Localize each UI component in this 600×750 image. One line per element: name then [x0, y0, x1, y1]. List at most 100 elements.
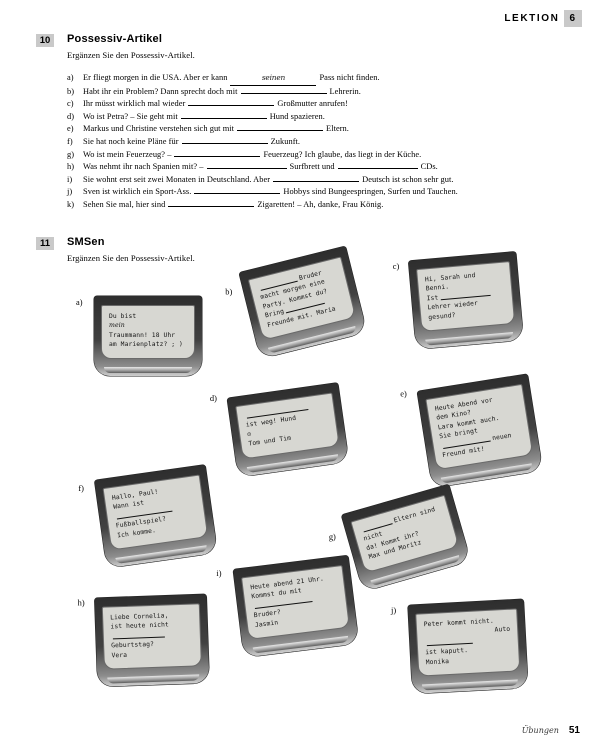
- sms-notes-area: a) Du bist mein Traummann! 18 Uhr am Mar…: [0, 246, 600, 700]
- answer-blank[interactable]: [168, 199, 255, 207]
- sms-note-b[interactable]: b) Bruder macht morgen eine Party. Komms…: [225, 246, 368, 360]
- note-label-i: i): [216, 569, 222, 579]
- exercise-10-head: 10 Possessiv-Artikel: [36, 33, 582, 47]
- item-text-pre: Ihr müsst wirklich mal wieder: [83, 99, 186, 109]
- handwritten-answer[interactable]: mein: [109, 322, 125, 330]
- item-text-pre: Was nehmt ihr nach Spanien mit? –: [83, 162, 204, 172]
- item-text-pre: Sie wohnt erst seit zwei Monaten in Deut…: [83, 174, 271, 184]
- item-text-post2: CDs.: [420, 162, 438, 172]
- exercise-11: 11 SMSen Ergänzen Sie den Possessiv-Arti…: [36, 236, 582, 263]
- answer-blank[interactable]: [181, 136, 268, 144]
- note-label-d: d): [209, 394, 217, 404]
- phone-body: Bruder macht morgen eine Party. Kommst d…: [238, 246, 368, 360]
- sms-note-h[interactable]: h) Liebe Cornelia, ist heute nicht Gebur…: [78, 594, 210, 687]
- note-label-j: j): [391, 605, 397, 615]
- phone-body: Hallo, Paul! Wann ist Fußballspiel? Ich …: [94, 464, 218, 569]
- item-text: Habt ihr ein Problem? Dann sprecht doch …: [83, 86, 361, 99]
- item-text-post: Hobbys sind Bungeespringen, Surfen und T…: [283, 187, 458, 197]
- item-text-pre: Habt ihr ein Problem? Dann sprecht doch …: [83, 86, 238, 96]
- item-text: Wo ist Petra? – Sie geht mit Hund spazier…: [83, 111, 325, 124]
- lektion-word: LEKTION: [504, 13, 560, 24]
- item-label: b): [67, 86, 75, 96]
- sms-note-f[interactable]: f) Hallo, Paul! Wann ist Fußballspiel? I…: [78, 464, 218, 569]
- phone-body: Hi, Sarah und Benni. Ist Lehrer wieder g…: [408, 251, 524, 350]
- list-item: j) Sven ist wirklich ein Sport-Ass.Hobby…: [67, 186, 582, 199]
- item-text: Er fliegt morgen in die USA. Aber er kan…: [83, 72, 380, 86]
- answer-blank[interactable]: [237, 123, 324, 132]
- item-text: Ihr müsst wirklich mal wieder Großmutter …: [83, 98, 348, 111]
- phone-screen: Liebe Cornelia, ist heute nicht Geburtst…: [101, 603, 202, 670]
- item-text: Was nehmt ihr nach Spanien mit? – Surfbre…: [83, 161, 438, 174]
- phone-screen: Bruder macht morgen eine Party. Kommst d…: [247, 256, 357, 341]
- phone-body: Heute abend 21 Uhr. Kommst du mit Bruder…: [233, 555, 359, 658]
- exercise-10: 10 Possessiv-Artikel Ergänzen Sie den Po…: [36, 33, 582, 212]
- item-text-post: Zigaretten! – Ah, danke, Frau König.: [257, 199, 384, 209]
- handwritten-answer[interactable]: seinen: [230, 72, 317, 86]
- sms-note-g[interactable]: g) Eltern sind nicht da! Kommt ihr? Max …: [329, 484, 471, 592]
- answer-blank[interactable]: [180, 111, 267, 119]
- phone-body: Liebe Cornelia, ist heute nicht Geburtst…: [94, 594, 210, 687]
- answer-blank[interactable]: [273, 174, 360, 182]
- note-label-b: b): [225, 287, 233, 297]
- item-label: j): [67, 187, 73, 197]
- note-label-e: e): [400, 389, 407, 399]
- phone-screen: Hi, Sarah und Benni. Ist Lehrer wieder g…: [416, 261, 516, 333]
- answer-blank[interactable]: [112, 631, 165, 640]
- item-text: Sven ist wirklich ein Sport-Ass.Hobbys s…: [83, 186, 458, 199]
- phone-screen: Peter kommt nicht. Auto ist kaputt. Moni…: [415, 608, 521, 677]
- item-text-pre: Wo ist Petra? – Sie geht mit: [83, 111, 178, 121]
- answer-blank[interactable]: [426, 637, 473, 646]
- item-label: f): [67, 136, 73, 146]
- item-text-post: Pass nicht finden.: [319, 73, 380, 82]
- exercise-11-title: SMSen: [67, 236, 105, 248]
- answer-blank[interactable]: [362, 518, 393, 533]
- exercise-10-items: a) Er fliegt morgen in die USA. Aber er …: [67, 72, 582, 212]
- page-number: 51: [568, 725, 580, 736]
- exercise-11-head: 11 SMSen: [36, 236, 582, 250]
- note-label-h: h): [77, 598, 85, 608]
- answer-blank[interactable]: [188, 98, 275, 107]
- answer-blank[interactable]: [174, 149, 261, 157]
- item-text-post: Deutsch ist schon sehr gut.: [362, 174, 454, 184]
- answer-blank-2[interactable]: [337, 161, 418, 170]
- item-label: e): [67, 124, 74, 134]
- item-text: Wo ist mein Feuerzeug? – Feuerzeug? Ich g…: [83, 149, 421, 162]
- phone-screen: Du bist mein Traummann! 18 Uhr am Marien…: [101, 305, 195, 359]
- list-item: h) Was nehmt ihr nach Spanien mit? –Surf…: [67, 161, 582, 174]
- exercise-10-instruction: Ergänzen Sie den Possessiv-Artikel.: [67, 50, 195, 60]
- phone-body: ist weg! Hund ☹ Tom und Tim: [227, 382, 349, 478]
- item-text-post: Surfbrett und: [289, 162, 335, 172]
- sms-note-a[interactable]: a) Du bist mein Traummann! 18 Uhr am Mar…: [76, 296, 202, 376]
- item-text-post: Feuerzeug? Ich glaube, das liegt in der …: [263, 149, 422, 159]
- page-footer: Übungen 51: [522, 725, 580, 736]
- answer-blank[interactable]: [206, 161, 287, 170]
- answer-blank[interactable]: [240, 86, 327, 94]
- phone-screen: Hallo, Paul! Wann ist Fußballspiel? Ich …: [102, 474, 209, 551]
- note-line: Du bist: [109, 313, 137, 320]
- sms-note-e[interactable]: e) Heute Abend vor dem Kino? Lara kommt …: [400, 373, 544, 489]
- sms-note-j[interactable]: j) Peter kommt nicht. Auto ist kaputt. M…: [391, 599, 529, 695]
- sms-note-d[interactable]: d) ist weg! Hund ☹ Tom und Tim: [210, 382, 349, 478]
- item-text-pre: Er fliegt morgen in die USA. Aber er kan…: [83, 73, 228, 82]
- item-text-post: Eltern.: [326, 124, 349, 134]
- phone-screen: Heute Abend vor dem Kino? Lara kommt auc…: [425, 383, 534, 471]
- exercise-11-number: 11: [36, 237, 54, 250]
- list-item: a) Er fliegt morgen in die USA. Aber er …: [67, 72, 582, 86]
- exercise-11-instruction: Ergänzen Sie den Possessiv-Artikel.: [67, 253, 195, 263]
- sms-note-i[interactable]: i) Heute abend 21 Uhr. Kommst du mit Bru…: [216, 555, 359, 658]
- item-label: d): [67, 111, 75, 121]
- item-label: k): [67, 199, 75, 209]
- item-text-pre: Markus und Christine verstehen sich gut …: [83, 124, 235, 134]
- item-text-pre: Wo ist mein Feuerzeug? –: [83, 149, 172, 159]
- item-text-post: Hund spazieren.: [269, 111, 325, 121]
- list-item: b) Habt ihr ein Problem? Dann sprecht do…: [67, 86, 582, 99]
- footer-section-word: Übungen: [521, 726, 559, 735]
- item-text-post: Großmutter anrufen!: [277, 99, 348, 109]
- note-line: Traummann! 18 Uhr: [109, 331, 176, 339]
- sms-note-c[interactable]: c) Hi, Sarah und Benni. Ist Lehrer wiede…: [393, 251, 524, 350]
- note-line-text: Ist: [426, 294, 439, 303]
- answer-blank[interactable]: [194, 186, 281, 195]
- note-line-text: neuen: [491, 431, 513, 442]
